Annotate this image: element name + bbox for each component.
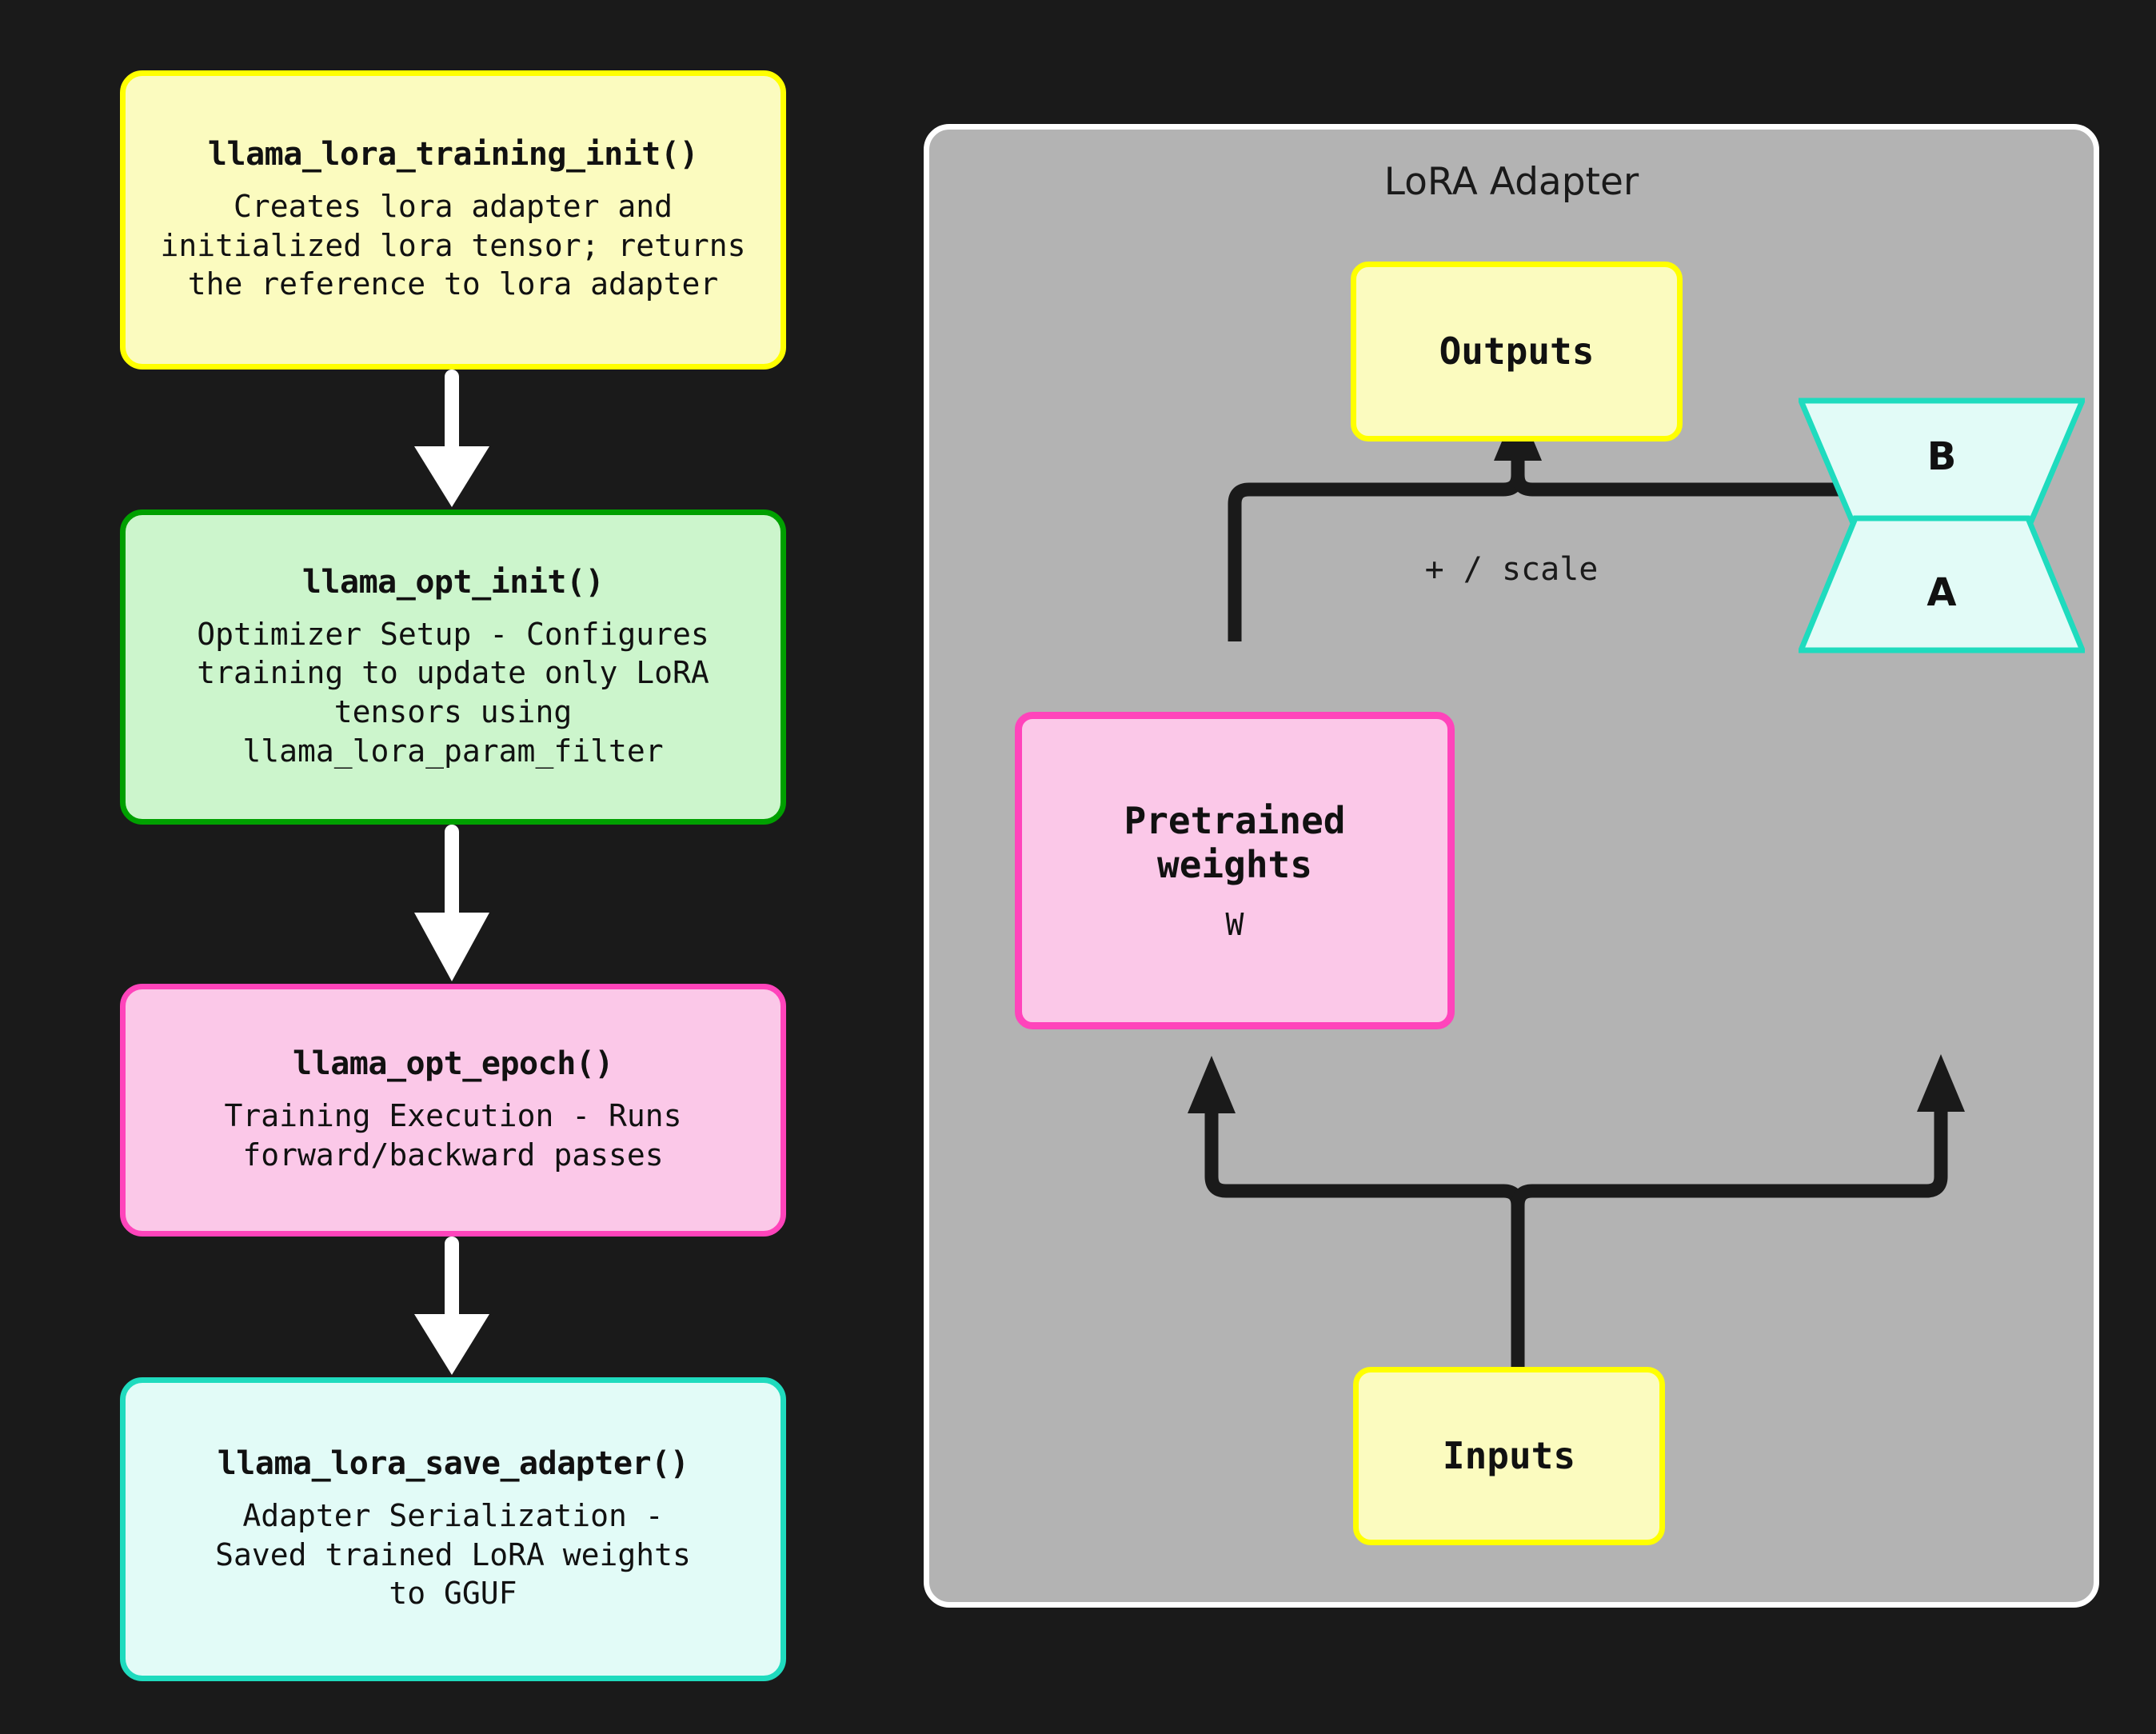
flow-node-description: Creates lora adapter and initialized lor… bbox=[160, 189, 746, 302]
lora-inputs-box[interactable]: Inputs bbox=[1353, 1367, 1665, 1545]
lora-inputs-label: Inputs bbox=[1442, 1434, 1576, 1478]
merge-operation-label: + / scale bbox=[1424, 551, 1599, 588]
flow-node-description: Optimizer Setup - Configures training to… bbox=[197, 616, 709, 769]
lora-matrix-a-label: A bbox=[1926, 569, 1957, 615]
arrowhead-to-matrix-a bbox=[1917, 1054, 1965, 1112]
lora-outputs-box[interactable]: Outputs bbox=[1351, 262, 1683, 441]
lora-pretrained-symbol: W bbox=[1225, 906, 1244, 942]
lora-outputs-label: Outputs bbox=[1439, 330, 1595, 374]
flow-node-title: llama_lora_training_init() bbox=[207, 136, 699, 174]
flow-column: llama_lora_training_init() Creates lora … bbox=[0, 0, 912, 1734]
flow-arrow-down-3 bbox=[408, 1237, 496, 1377]
lora-pretrained-weights-box[interactable]: Pretrained weights W bbox=[1015, 712, 1455, 1029]
lora-pretrained-label: Pretrained weights bbox=[1124, 799, 1346, 886]
lora-panel-title: LoRA Adapter bbox=[1383, 160, 1639, 204]
flow-node-title: llama_opt_init() bbox=[301, 563, 605, 601]
flow-node-llama-lora-training-init[interactable]: llama_lora_training_init() Creates lora … bbox=[120, 70, 786, 370]
flow-node-title: llama_lora_save_adapter() bbox=[217, 1445, 689, 1483]
lora-matrix-a-shape[interactable]: A bbox=[1799, 515, 2085, 653]
flow-node-title: llama_opt_epoch() bbox=[293, 1045, 613, 1083]
lora-matrix-b-shape[interactable]: B bbox=[1799, 398, 2085, 532]
flow-node-description: Adapter Serialization - Saved trained Lo… bbox=[215, 1498, 691, 1612]
lora-adapter-panel: LoRA Adapter + / scale Outputs Pretraine… bbox=[924, 124, 2099, 1608]
flow-node-llama-opt-init[interactable]: llama_opt_init() Optimizer Setup - Confi… bbox=[120, 509, 786, 825]
flow-node-description: Training Execution - Runs forward/backwa… bbox=[224, 1098, 682, 1173]
lora-matrix-b-label: B bbox=[1926, 434, 1957, 479]
arrowhead-to-pretrained bbox=[1188, 1056, 1236, 1113]
flow-node-llama-opt-epoch[interactable]: llama_opt_epoch() Training Execution - R… bbox=[120, 984, 786, 1237]
flow-node-llama-lora-save-adapter[interactable]: llama_lora_save_adapter() Adapter Serial… bbox=[120, 1377, 786, 1681]
flow-arrow-down-2 bbox=[408, 825, 496, 984]
flow-arrow-down-1 bbox=[408, 370, 496, 509]
